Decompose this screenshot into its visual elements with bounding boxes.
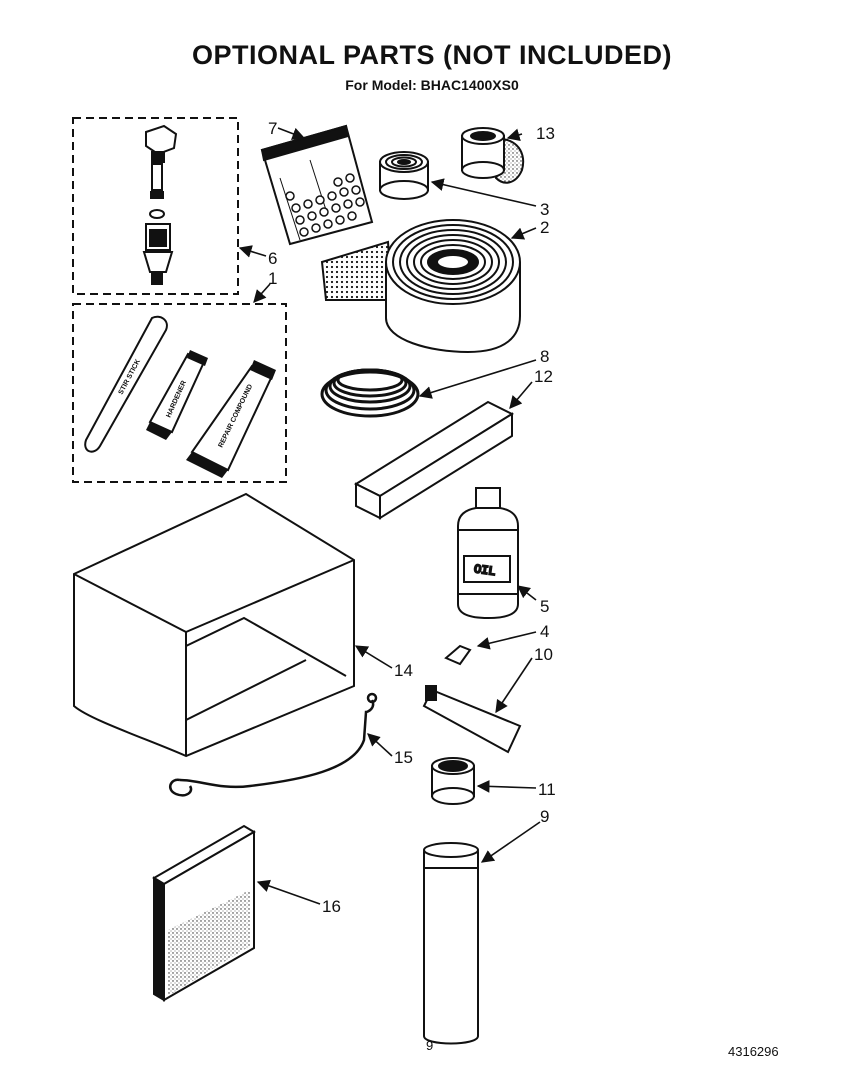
repair-kit-box <box>72 303 287 483</box>
callout-10: 10 <box>534 645 553 664</box>
leader-8 <box>418 359 537 399</box>
air-filter-part <box>152 824 256 1002</box>
leader-15 <box>367 733 393 757</box>
callout-5: 5 <box>540 597 549 616</box>
callout-9: 9 <box>540 807 549 826</box>
leader-lines <box>238 127 541 905</box>
leader-16 <box>256 879 321 905</box>
callout-14: 14 <box>394 661 413 680</box>
leader-1 <box>253 283 271 303</box>
hardener-tube-part: HARDENER <box>146 350 208 440</box>
leader-4 <box>476 631 537 650</box>
leader-7 <box>277 127 306 140</box>
leader-3 <box>430 178 537 207</box>
unit-cover-part <box>73 492 355 758</box>
foam-strip-part <box>353 400 515 520</box>
callout-4: 4 <box>540 622 549 641</box>
leader-2 <box>510 227 537 240</box>
callout-12: 12 <box>534 367 553 386</box>
coiled-tubing-part <box>320 368 420 418</box>
page-title: OPTIONAL PARTS (NOT INCLUDED) <box>192 40 672 70</box>
tension-cord-part <box>168 692 378 797</box>
callout-7: 7 <box>268 119 277 138</box>
leader-13 <box>506 128 523 141</box>
callout-6: 6 <box>268 249 277 268</box>
repair-compound-tube-part: REPAIR COMPOUND <box>186 360 276 478</box>
callout-2: 2 <box>540 218 549 237</box>
page-number: 9 <box>426 1038 434 1053</box>
oil-bottle-part: OIL <box>457 487 519 620</box>
callout-16: 16 <box>322 897 341 916</box>
callout-8: 8 <box>540 347 549 366</box>
hardware-bag-part <box>260 124 374 246</box>
spray-can-part <box>423 842 479 1045</box>
leader-12 <box>509 381 533 409</box>
leader-5 <box>516 585 537 601</box>
oil-label: OIL <box>473 562 496 579</box>
small-can-part <box>431 757 475 805</box>
callout-11: 11 <box>538 780 556 799</box>
foam-seal-roll-part <box>320 219 521 354</box>
document-number: 4316296 <box>728 1044 779 1059</box>
callout-13: 13 <box>536 124 555 143</box>
leader-6 <box>238 245 267 258</box>
tape-roll-3-part <box>379 151 429 200</box>
valve-kit-box <box>72 117 239 295</box>
leader-9 <box>480 821 541 863</box>
small-fitting-part <box>444 644 472 666</box>
leader-11 <box>476 780 537 793</box>
callout-1: 1 <box>268 269 277 288</box>
leader-14 <box>354 645 393 669</box>
leader-10 <box>495 657 533 714</box>
model-subtitle: For Model: BHAC1400XS0 <box>345 77 519 93</box>
callout-3: 3 <box>540 200 549 219</box>
valve-assembly-part <box>142 124 178 285</box>
sealant-tube-part <box>422 685 522 754</box>
callout-numbers: 13 7 3 2 6 1 8 12 5 4 10 14 15 11 9 16 <box>268 119 556 916</box>
callout-15: 15 <box>394 748 413 767</box>
small-tape-roll-13-part <box>461 127 525 184</box>
